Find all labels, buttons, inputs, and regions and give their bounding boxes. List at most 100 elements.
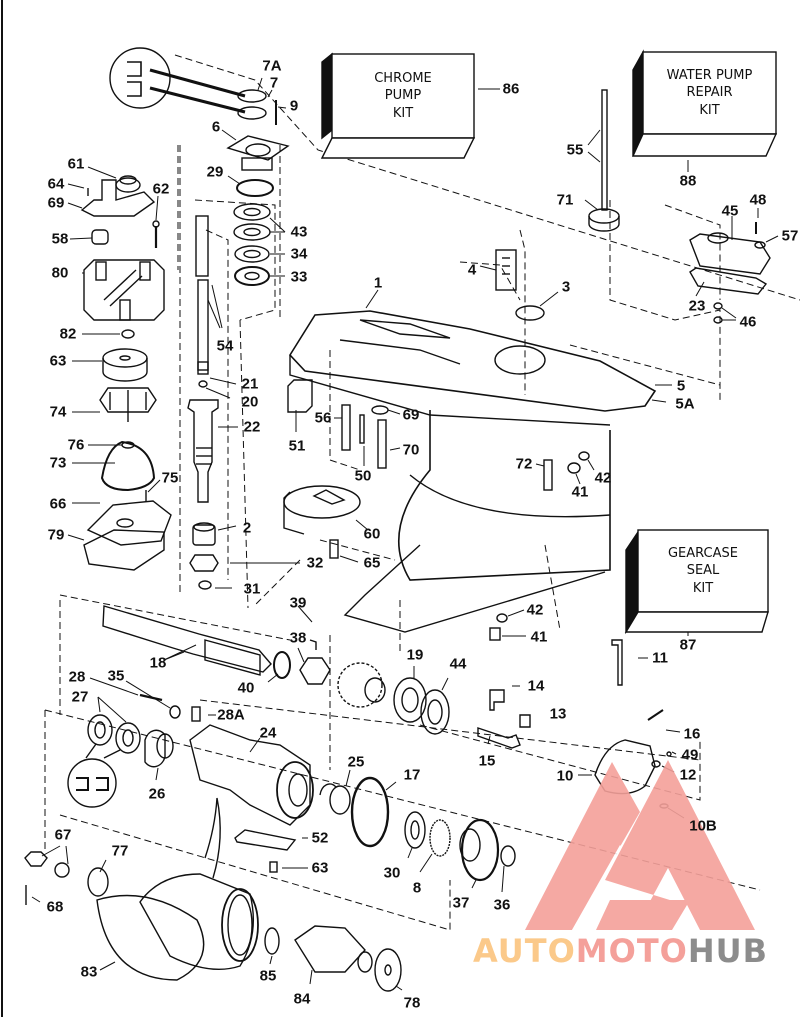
part-label-61: 61 xyxy=(67,155,85,173)
part-11 xyxy=(611,639,623,686)
part-54-upper xyxy=(195,215,209,277)
part-label-72: 72 xyxy=(515,455,533,473)
part-label-86: 86 xyxy=(502,80,520,98)
watermark-hub: HUB xyxy=(687,932,769,970)
part-label-26: 26 xyxy=(148,785,166,803)
part-60 xyxy=(283,485,361,519)
part-69 xyxy=(80,179,156,217)
part-label-37: 37 xyxy=(452,894,470,912)
part-label-10b: 10B xyxy=(689,817,717,835)
part-label-11: 11 xyxy=(652,649,668,667)
part-label-25: 25 xyxy=(347,753,365,771)
kit-title-line: KIT xyxy=(392,105,414,121)
part-label-69b: 69 xyxy=(402,406,420,424)
part-7a xyxy=(237,89,267,103)
part-label-29: 29 xyxy=(206,163,224,181)
part-70 xyxy=(377,419,387,469)
kit-title-line: KIT xyxy=(699,102,720,118)
leader-lines xyxy=(31,77,779,991)
part-label-83: 83 xyxy=(80,963,98,981)
watermark-logo-icon xyxy=(525,760,755,930)
part-label-68: 68 xyxy=(46,898,64,916)
part-label-43: 43 xyxy=(290,223,308,241)
kit-title-line: REPAIR xyxy=(686,85,733,101)
kit-box-water-pump xyxy=(631,49,778,157)
part-32 xyxy=(189,554,219,572)
part-label-44: 44 xyxy=(449,655,467,673)
part-label-73: 73 xyxy=(49,454,67,472)
part-label-49: 49 xyxy=(681,746,699,764)
part-label-66: 66 xyxy=(49,495,67,513)
part-label-5a: 5A xyxy=(675,395,695,413)
part-label-22: 22 xyxy=(243,418,261,436)
part-66 xyxy=(86,500,172,546)
part-label-51: 51 xyxy=(288,437,306,455)
kit-title-line: GEARCASE xyxy=(667,545,738,561)
part-label-64: 64 xyxy=(47,175,65,193)
part-label-60: 60 xyxy=(363,525,381,543)
part-24 xyxy=(189,724,311,826)
part-label-36: 36 xyxy=(493,896,511,914)
part-37 xyxy=(460,818,500,882)
part-74 xyxy=(99,387,157,413)
part-label-28: 28 xyxy=(68,668,86,686)
part-1-gearcase xyxy=(288,310,657,412)
chrome-pump-kit: CHROME PUMP KIT xyxy=(332,54,474,138)
part-label-52: 52 xyxy=(311,829,329,847)
part-label-3: 3 xyxy=(561,278,571,296)
part-label-79: 79 xyxy=(47,526,65,544)
part-55 xyxy=(601,89,608,211)
part-label-38: 38 xyxy=(289,629,307,647)
part-15 xyxy=(477,727,521,749)
part-label-70: 70 xyxy=(402,441,420,459)
part-label-15: 15 xyxy=(478,752,496,770)
part-label-7a: 7A xyxy=(262,57,282,75)
part-label-12: 12 xyxy=(679,766,697,784)
part-label-77: 77 xyxy=(111,842,129,860)
part-label-57: 57 xyxy=(781,227,799,245)
part-label-42b: 42 xyxy=(526,601,544,619)
part-label-63b: 63 xyxy=(311,859,329,877)
gearcase-seal-kit: GEARCASE SEAL KIT xyxy=(638,530,768,612)
part-4 xyxy=(495,249,517,291)
part-label-20: 20 xyxy=(241,393,259,411)
watermark-text: AUTOMOTOHUB xyxy=(473,935,768,967)
part-label-50: 50 xyxy=(354,467,372,485)
kit-box-chrome xyxy=(320,52,476,159)
part-label-7: 7 xyxy=(269,74,279,92)
watermark-auto: AUTO xyxy=(473,932,576,970)
part-label-87: 87 xyxy=(679,636,697,654)
part-label-21: 21 xyxy=(241,375,259,393)
part-label-75: 75 xyxy=(161,469,179,487)
part-label-34: 34 xyxy=(290,245,308,263)
part-label-14: 14 xyxy=(527,677,545,695)
part-label-82: 82 xyxy=(59,325,77,343)
part-label-2: 2 xyxy=(242,519,252,537)
part-label-69: 69 xyxy=(47,194,65,212)
kit-title-line: WATER PUMP xyxy=(666,67,753,83)
part-label-84: 84 xyxy=(293,990,311,1008)
kit-title-line: CHROME xyxy=(374,70,432,86)
part-label-1: 1 xyxy=(373,274,383,292)
kit-title-line: SEAL xyxy=(686,563,720,579)
part-label-31: 31 xyxy=(243,580,261,598)
part-label-17: 17 xyxy=(403,766,421,784)
part-22 xyxy=(187,399,219,503)
kit-title-line: KIT xyxy=(692,580,714,596)
part-label-8: 8 xyxy=(412,879,422,897)
part-label-45: 45 xyxy=(721,202,739,220)
part-label-24: 24 xyxy=(259,724,277,742)
part-83-prop xyxy=(139,873,255,971)
part-label-27: 27 xyxy=(71,688,89,706)
part-label-18: 18 xyxy=(149,654,167,672)
detail-circle-seal xyxy=(67,758,117,808)
kit-title-line: PUMP xyxy=(384,88,422,104)
part-label-88: 88 xyxy=(679,172,697,190)
part-80 xyxy=(83,259,165,321)
part-label-28a: 28A xyxy=(217,706,245,724)
water-pump-repair-kit: WATER PUMP REPAIR KIT xyxy=(643,52,776,134)
part-label-40: 40 xyxy=(237,679,255,697)
part-label-56: 56 xyxy=(314,409,332,427)
